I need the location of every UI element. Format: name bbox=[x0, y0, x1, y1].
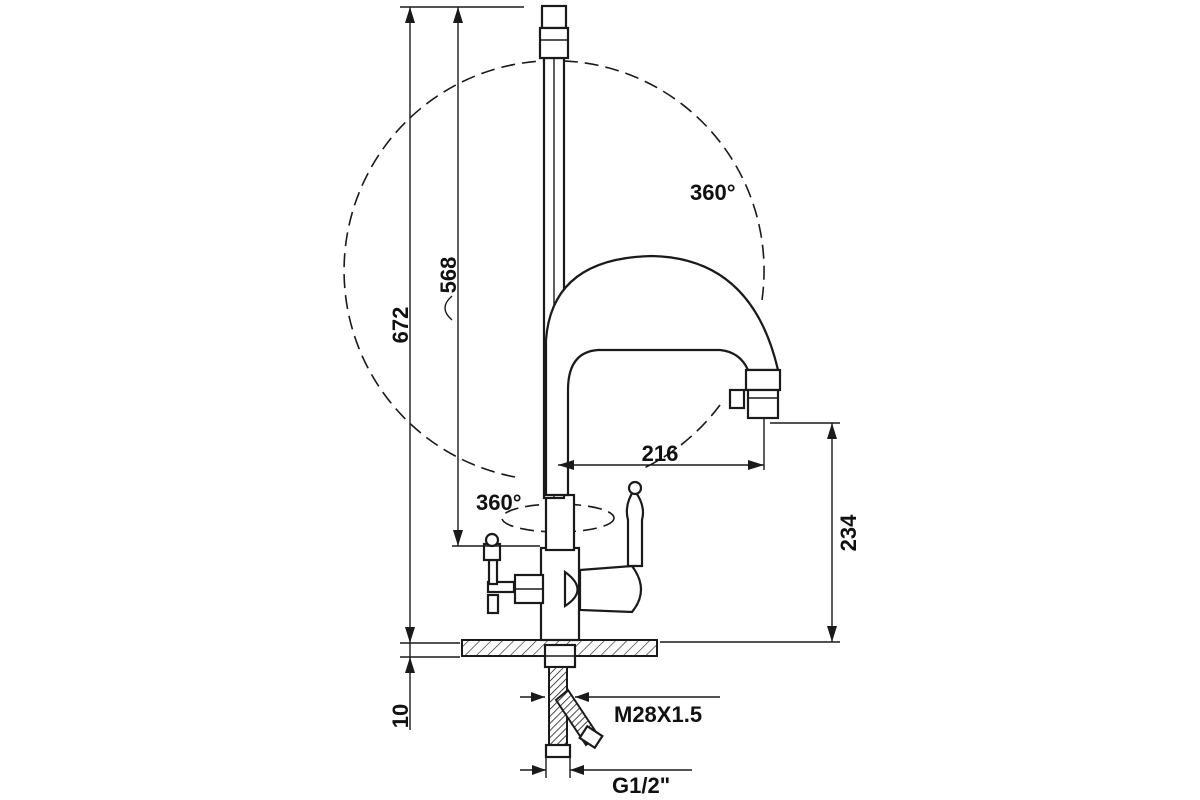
spout-rotation-label: 360° bbox=[690, 180, 736, 205]
dimension-deck-thickness bbox=[400, 643, 460, 730]
base-rotation-label: 360° bbox=[476, 490, 522, 515]
dimension-total-height-label: 672 bbox=[388, 307, 413, 344]
mount-thread-label: M28X1.5 bbox=[614, 702, 702, 727]
supply-thread-label: G1/2" bbox=[612, 773, 670, 798]
dimension-spout-clearance bbox=[660, 422, 840, 643]
dimension-spout-reach-label: 216 bbox=[642, 441, 679, 466]
faucet-body bbox=[482, 4, 782, 642]
dimension-supply-thread bbox=[520, 757, 692, 778]
dimension-spout-height bbox=[444, 7, 540, 547]
dimension-spout-clearance-label: 234 bbox=[836, 514, 861, 551]
dimension-total-height bbox=[400, 6, 524, 644]
dimension-spout-height-label: 568 bbox=[436, 257, 461, 294]
dimension-deck-thickness-label: 10 bbox=[388, 704, 413, 728]
mounting-hardware bbox=[543, 643, 604, 759]
dimension-spout-reach bbox=[558, 418, 765, 470]
dimension-mount-thread bbox=[520, 692, 720, 702]
